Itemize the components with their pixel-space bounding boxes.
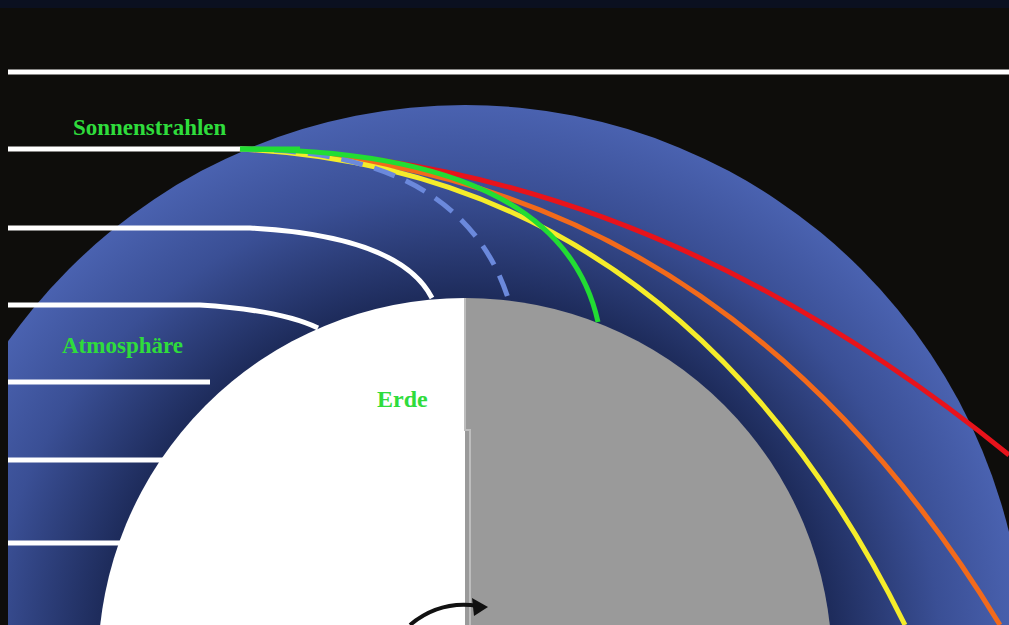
rotation-arrow bbox=[410, 605, 478, 625]
rotation-arrowhead bbox=[472, 598, 488, 616]
atmosphere bbox=[8, 105, 1009, 625]
earth-label: Erde bbox=[377, 386, 428, 412]
sun-rays bbox=[8, 72, 1009, 543]
green-ray-start bbox=[240, 147, 300, 152]
atmosphere-label: Atmosphäre bbox=[62, 333, 183, 358]
terminator bbox=[465, 298, 470, 625]
top-border bbox=[0, 0, 1009, 8]
rays-label: Sonnenstrahlen bbox=[73, 115, 226, 140]
refracted-rays bbox=[240, 149, 1009, 625]
earth-night-side bbox=[465, 298, 832, 625]
